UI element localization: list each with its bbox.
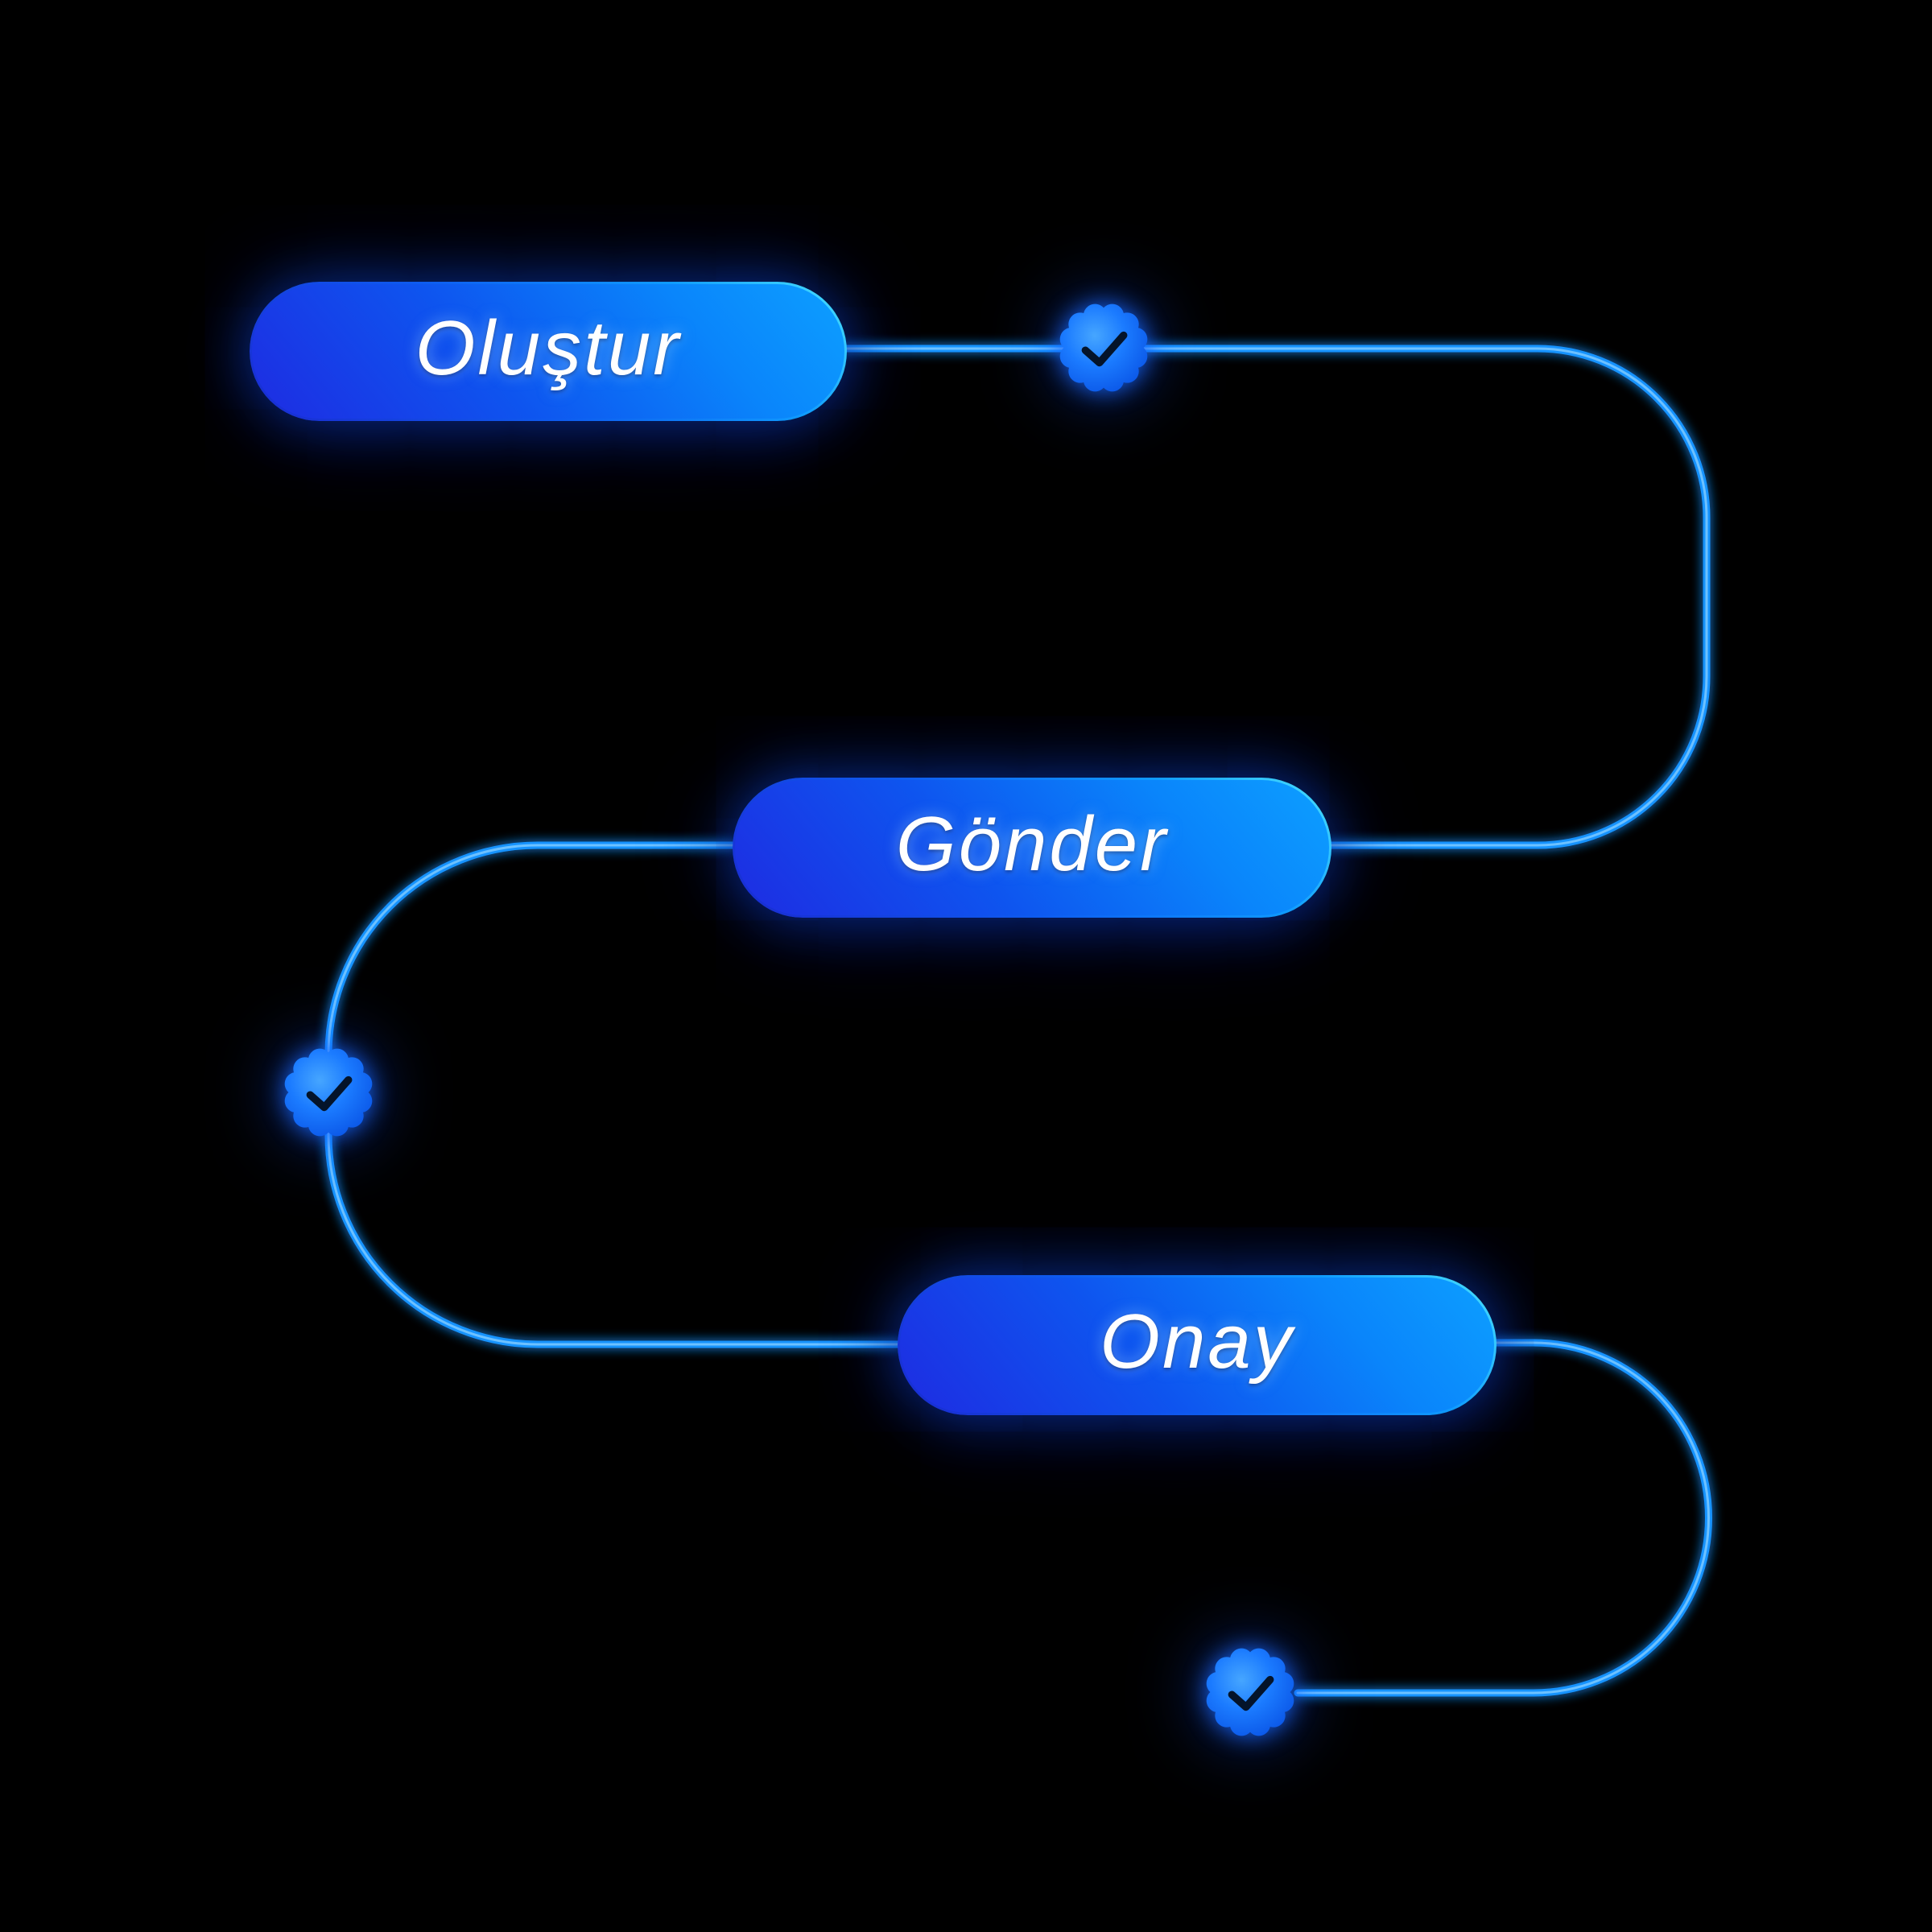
step-pill-gonder[interactable]: Gönder xyxy=(733,778,1331,918)
connector-gonder-to-onay xyxy=(324,841,902,1348)
seal-shape xyxy=(284,1048,373,1137)
step-pill-olustur[interactable]: Oluştur xyxy=(250,282,847,421)
step-label-onay: Onay xyxy=(1100,1298,1294,1385)
verified-check-badge-icon-3 xyxy=(1206,1648,1294,1736)
check-icon xyxy=(306,1075,353,1112)
step-label-gonder: Gönder xyxy=(895,801,1169,887)
verified-check-badge-icon-1 xyxy=(1059,303,1148,392)
connector-core-2 xyxy=(327,844,900,1346)
connector-core-3 xyxy=(1296,1341,1710,1695)
check-icon xyxy=(1228,1675,1274,1711)
step-pill-onay-body: Onay xyxy=(900,1278,1494,1413)
step-pill-onay[interactable]: Onay xyxy=(898,1275,1496,1415)
verified-check-badge-icon-2 xyxy=(284,1048,373,1137)
connector-olustur-to-gonder xyxy=(838,345,1711,849)
step-label-olustur: Oluştur xyxy=(415,304,682,391)
seal-shape xyxy=(1206,1648,1294,1736)
connector-core-1 xyxy=(840,347,1708,847)
step-pill-olustur-body: Oluştur xyxy=(252,284,844,419)
step-pill-gonder-body: Gönder xyxy=(735,780,1329,915)
check-icon xyxy=(1081,331,1128,367)
seal-shape xyxy=(1059,303,1148,392)
